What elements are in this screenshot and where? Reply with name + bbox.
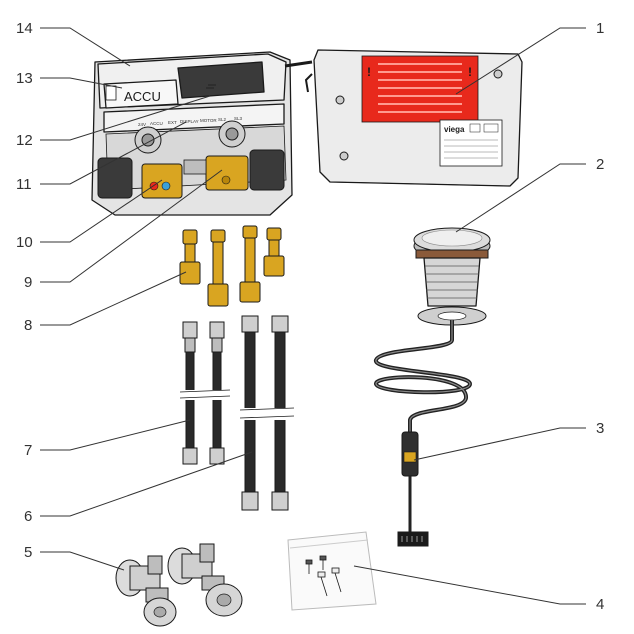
callout-13: 13 [16,70,33,87]
board-mark: MOTOR [200,118,217,123]
callout-7: 7 [24,442,32,459]
callout-11: 11 [16,176,32,193]
leader-lines [40,27,586,605]
push-button-sensor [413,227,491,326]
cable-plug [397,531,429,547]
callout-4: 4 [596,596,604,613]
motor-left [97,157,133,199]
angle-valves [115,543,243,627]
board-mark: SL2 [218,117,227,122]
brass-valve-right [205,155,249,191]
accu-pack: ACCU [103,79,179,109]
short-hoses [178,321,231,465]
brand-label: viega [444,125,465,134]
brass-valve-left [141,163,183,199]
screw-set [305,555,342,597]
electronics-module [177,61,265,99]
callout-14: 14 [16,20,33,37]
control-unit: ACCU 24V ACCU EXT DISPLAY MOTOR SL2 SL3 [91,51,313,216]
motor-right [249,149,285,191]
rating-plate [439,119,503,167]
board-mark: SL3 [234,116,243,121]
callout-5: 5 [24,544,32,561]
brass-adapters [179,225,285,307]
svg-text:!: ! [468,65,472,79]
callout-10: 10 [16,234,33,251]
board-mark: ACCU [150,121,163,126]
callout-6: 6 [24,508,32,525]
svg-text:!: ! [367,65,371,79]
callout-1: 1 [596,20,604,37]
callout-12: 12 [16,132,33,149]
board-mark: DISPLAY [180,119,199,124]
board-mark: 24V [138,122,146,127]
long-hoses [238,315,295,511]
callout-8: 8 [24,317,32,334]
board-mark: EXT [168,120,177,125]
fixing-bag [287,531,377,611]
callout-2: 2 [596,156,604,173]
callout-9: 9 [24,274,32,291]
sensor-cable [373,320,473,547]
accu-label: ACCU [124,89,161,104]
cover-panel: ! ! viega [304,49,523,187]
callout-labels: 1 2 3 4 5 6 7 8 9 10 11 12 13 14 [16,20,604,613]
callout-3: 3 [596,420,604,437]
